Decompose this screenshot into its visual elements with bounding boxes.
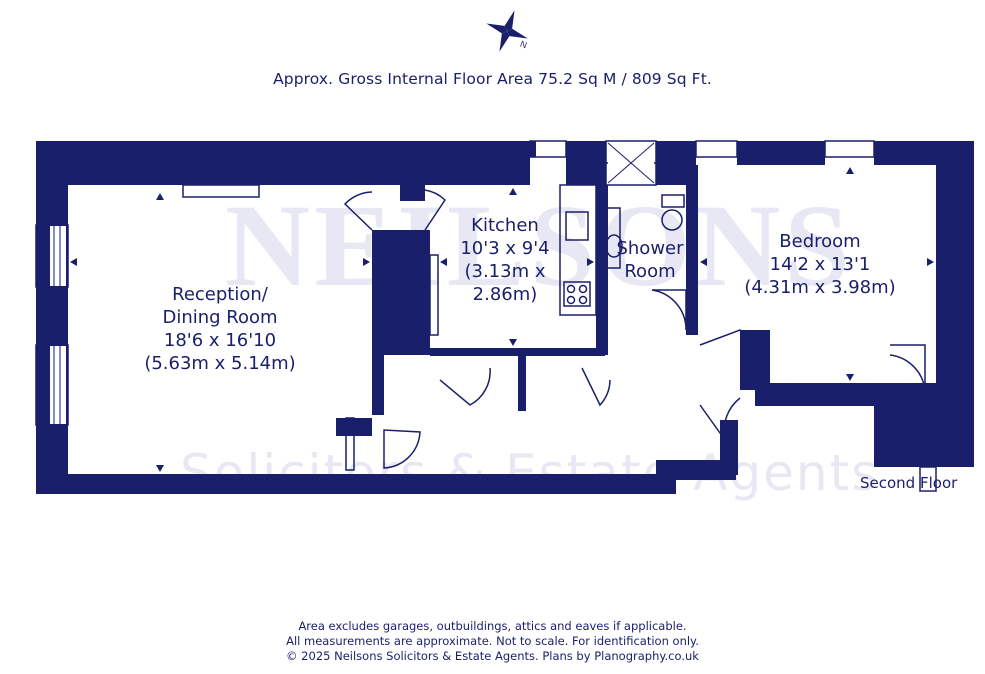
shower-name-line1: Shower [616, 238, 684, 259]
room-label-bedroom: Bedroom 14'2 x 13'1 (4.31m x 3.98m) [735, 230, 905, 299]
compass-rose-icon: N [486, 10, 529, 52]
reception-name-line2: Dining Room [162, 307, 278, 328]
walls [36, 141, 974, 494]
svg-text:N: N [519, 39, 529, 51]
footer-line2: All measurements are approximate. Not to… [286, 634, 699, 648]
bedroom-imperial: 14'2 x 13'1 [769, 254, 871, 275]
footer-disclaimer: Area excludes garages, outbuildings, att… [0, 619, 985, 664]
shower-name-line2: Room [624, 261, 676, 282]
doors [343, 189, 926, 471]
bedroom-metric: (4.31m x 3.98m) [744, 277, 896, 298]
kitchen-metric-line2: 2.86m) [472, 284, 538, 305]
windows [35, 140, 937, 492]
reception-metric: (5.63m x 5.14m) [144, 353, 296, 374]
bedroom-name: Bedroom [779, 231, 861, 252]
footer-line3: © 2025 Neilsons Solicitors & Estate Agen… [286, 649, 699, 663]
kitchen-imperial: 10'3 x 9'4 [460, 238, 550, 259]
dimension-arrows [70, 167, 934, 472]
room-label-shower: Shower Room [610, 237, 690, 283]
floor-area-title: Approx. Gross Internal Floor Area 75.2 S… [273, 70, 712, 88]
kitchen-metric-line1: (3.13m x [464, 261, 546, 282]
reception-name-line1: Reception/ [172, 284, 268, 305]
footer-line1: Area excludes garages, outbuildings, att… [298, 619, 687, 633]
room-label-kitchen: Kitchen 10'3 x 9'4 (3.13m x 2.86m) [445, 214, 565, 306]
reception-imperial: 18'6 x 16'10 [163, 330, 277, 351]
room-label-reception: Reception/ Dining Room 18'6 x 16'10 (5.6… [135, 283, 305, 375]
kitchen-name: Kitchen [471, 215, 539, 236]
floor-level-label: Second Floor [860, 474, 958, 492]
kitchen-fittings [182, 184, 937, 431]
